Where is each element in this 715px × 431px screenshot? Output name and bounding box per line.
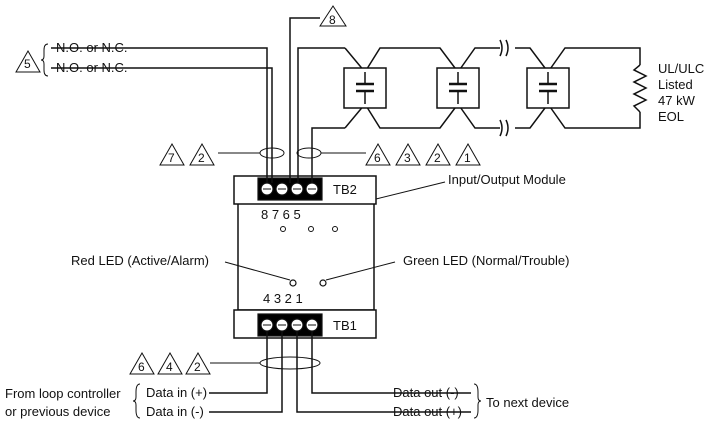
note-triangle bbox=[185, 351, 211, 375]
no-nc-2: N.O. or N.C. bbox=[56, 60, 128, 75]
note-2a: 2 bbox=[198, 151, 205, 165]
note-triangle bbox=[365, 142, 391, 166]
data-in-plus: Data in (+) bbox=[146, 385, 207, 400]
note-8: 8 bbox=[329, 13, 336, 27]
tb2-label: TB2 bbox=[333, 182, 357, 197]
indicator-dot bbox=[308, 226, 314, 232]
no-nc-1: N.O. or N.C. bbox=[56, 40, 128, 55]
indicator-dot bbox=[332, 226, 338, 232]
note-triangle bbox=[319, 5, 347, 27]
note-triangle bbox=[395, 142, 421, 166]
module-label: Input/Output Module bbox=[448, 172, 566, 187]
note-1: 1 bbox=[464, 151, 471, 165]
tb1-label: TB1 bbox=[333, 318, 357, 333]
note-2c: 2 bbox=[194, 360, 201, 374]
note-triangle bbox=[189, 142, 215, 166]
note-triangle bbox=[157, 351, 183, 375]
note-triangle bbox=[425, 142, 451, 166]
tb2-terminal-numbers: 8 7 6 5 bbox=[261, 207, 301, 222]
from-loop-line2: or previous device bbox=[5, 404, 111, 419]
tb1-terminal-numbers: 4 3 2 1 bbox=[263, 291, 303, 306]
eol-line1: UL/ULC bbox=[658, 61, 704, 76]
green-led-label: Green LED (Normal/Trouble) bbox=[403, 253, 569, 268]
twist-marker bbox=[296, 147, 322, 159]
eol-line4: EOL bbox=[658, 109, 684, 124]
note-triangle bbox=[15, 49, 41, 73]
note-triangle bbox=[455, 142, 481, 166]
data-out-minus: Data out (-) bbox=[393, 385, 459, 400]
from-loop-line1: From loop controller bbox=[5, 386, 121, 401]
red-led-label: Red LED (Active/Alarm) bbox=[71, 253, 209, 268]
note-6a: 6 bbox=[374, 151, 381, 165]
eol-line3: 47 kW bbox=[658, 93, 696, 108]
data-in-minus: Data in (-) bbox=[146, 404, 204, 419]
data-out-plus: Data out (+) bbox=[393, 404, 462, 419]
note-4: 4 bbox=[166, 360, 173, 374]
note-triangle bbox=[159, 142, 185, 166]
green-led bbox=[319, 279, 327, 287]
note-2b: 2 bbox=[434, 151, 441, 165]
indicator-dot bbox=[280, 226, 286, 232]
notification-circuit bbox=[343, 39, 648, 137]
note-triangle bbox=[129, 351, 155, 375]
red-led bbox=[289, 279, 297, 287]
note-7: 7 bbox=[168, 151, 175, 165]
to-next-device: To next device bbox=[486, 395, 569, 410]
tb1-terminal-block bbox=[257, 313, 323, 337]
eol-line2: Listed bbox=[658, 77, 693, 92]
note-5: 5 bbox=[24, 57, 31, 71]
note-6b: 6 bbox=[138, 360, 145, 374]
module-body bbox=[237, 199, 375, 311]
twist-marker bbox=[259, 356, 321, 370]
note-3: 3 bbox=[404, 151, 411, 165]
